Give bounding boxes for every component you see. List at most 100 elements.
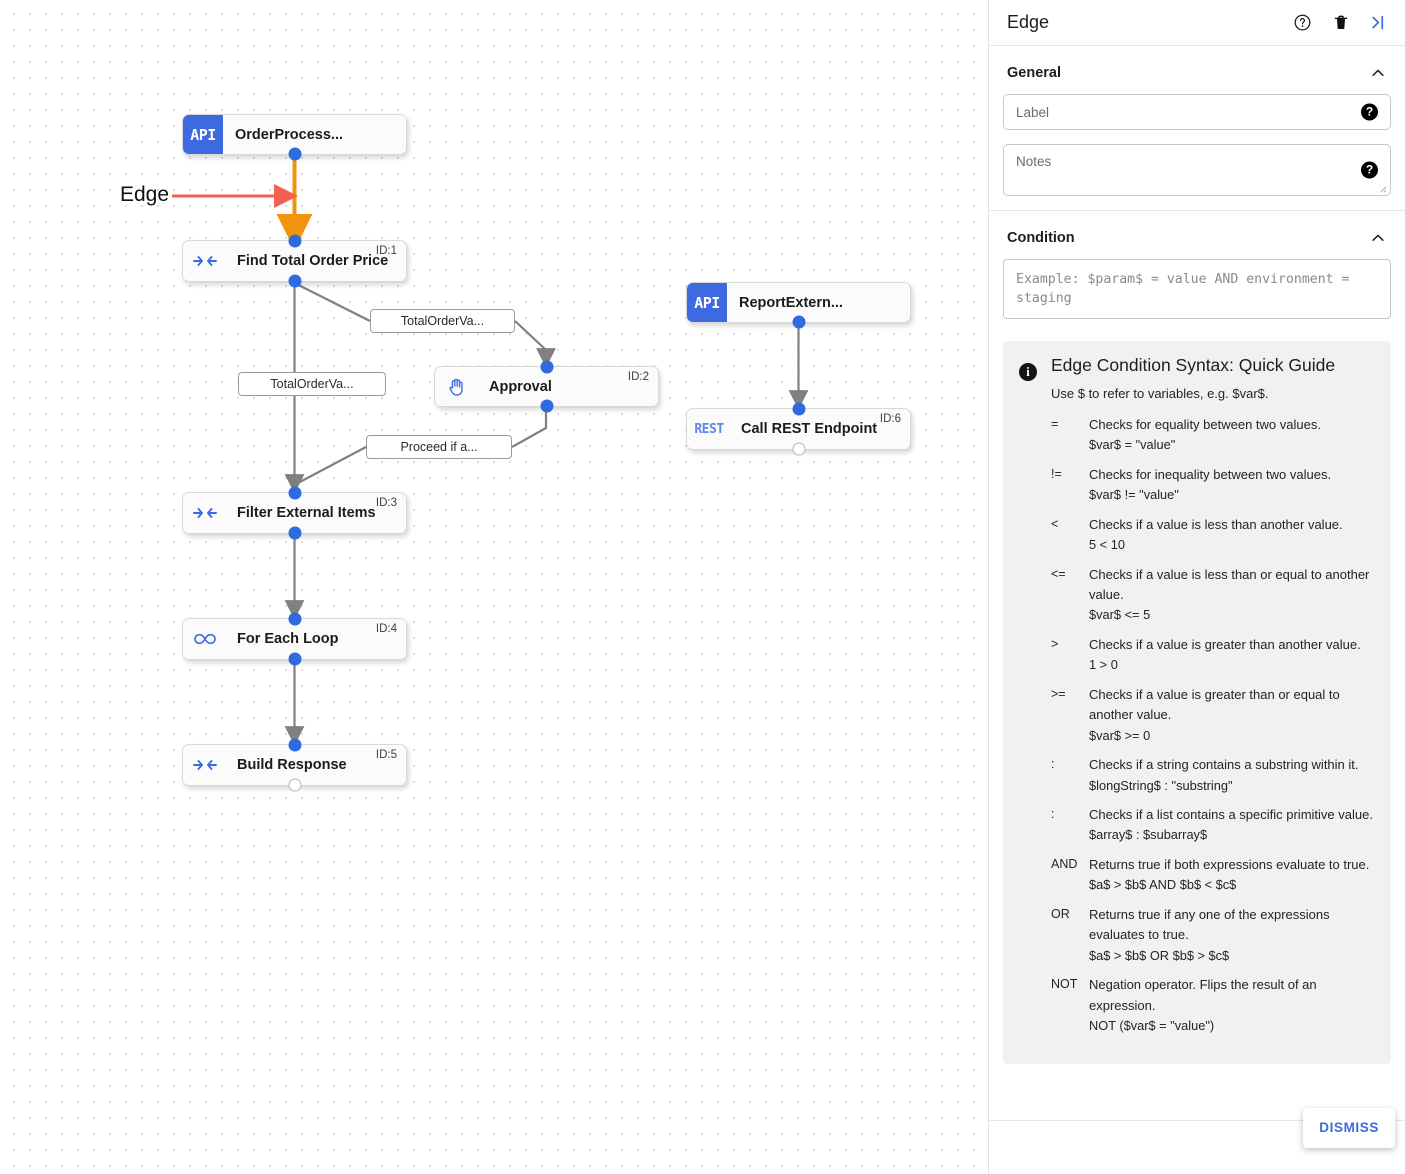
- operator-description-text: Checks if a value is less than another v…: [1089, 517, 1343, 533]
- node-input-port[interactable]: [540, 360, 553, 374]
- operator-row: >=Checks if a value is greater than or e…: [1051, 685, 1375, 745]
- node-output-port[interactable]: [288, 526, 301, 540]
- edge-connections-layer: [172, 156, 809, 746]
- operator-description-text: Returns true if both expressions evaluat…: [1089, 857, 1370, 873]
- node-id-badge: ID:2: [627, 371, 649, 383]
- node-id-badge: ID:3: [375, 497, 397, 509]
- chevron-up-icon[interactable]: [1369, 64, 1387, 82]
- node-output-port[interactable]: [288, 274, 301, 288]
- operator-symbol: <: [1051, 517, 1059, 532]
- operator-example: $var$ <= 5: [1089, 607, 1151, 623]
- operator-row: =Checks for equality between two values.…: [1051, 415, 1375, 455]
- section-title: Condition: [1007, 230, 1075, 246]
- notes-field-wrapper[interactable]: ?: [1003, 144, 1391, 196]
- node-title: ReportExtern...: [739, 294, 843, 311]
- node-output-port[interactable]: [792, 315, 805, 329]
- edge-label-text: TotalOrderVa...: [400, 314, 485, 328]
- node-output-port[interactable]: [288, 652, 301, 666]
- edge-properties-panel: Edge General: [988, 0, 1405, 1174]
- condition-input[interactable]: Example: $param$ = value AND environment…: [1003, 259, 1391, 320]
- chevron-up-icon[interactable]: [1369, 229, 1387, 247]
- panel-title: Edge: [1007, 12, 1050, 32]
- operator-description-text: Checks if a string contains a substring …: [1089, 757, 1359, 773]
- operator-description-text: Checks for equality between two values.: [1089, 417, 1321, 433]
- node-build-response[interactable]: Build Response ID:5: [182, 738, 407, 792]
- node-output-port[interactable]: [540, 399, 553, 413]
- node-title: Filter External Items: [237, 505, 376, 521]
- operator-description-text: Checks if a list contains a specific pri…: [1089, 807, 1373, 823]
- node-id-badge: ID:5: [375, 749, 397, 761]
- operator-symbol: !=: [1051, 467, 1062, 482]
- section-divider: [989, 210, 1405, 211]
- node-id-badge: ID:1: [375, 245, 397, 257]
- rest-badge-icon: REST: [687, 422, 731, 437]
- operator-description: Checks if a string contains a substring …: [1089, 755, 1375, 795]
- label-field-wrapper[interactable]: ?: [1003, 94, 1391, 130]
- panel-footer: DISMISS: [989, 1108, 1405, 1174]
- operator-row: : Checks if a list contains a specific pr…: [1051, 805, 1375, 845]
- operator-row: != Checks for inequality between two valu…: [1051, 465, 1375, 505]
- edge-annotation-label: Edge: [120, 183, 170, 206]
- node-order-process[interactable]: API OrderProcess...: [182, 114, 407, 161]
- operator-example: $var$ = "value": [1089, 437, 1176, 453]
- operator-symbol: AND: [1051, 857, 1078, 872]
- operator-row: < Checks if a value is less than another …: [1051, 515, 1375, 555]
- operator-example: $a$ > $b$ AND $b$ < $c$: [1089, 877, 1237, 893]
- condition-section-header[interactable]: Condition: [1003, 211, 1391, 259]
- node-input-port[interactable]: [288, 738, 301, 752]
- api-badge-icon: API: [183, 115, 223, 154]
- node-for-each-loop[interactable]: For Each Loop ID:4: [182, 612, 407, 666]
- node-find-total-order-price[interactable]: Find Total Order Price ID:1: [182, 234, 407, 288]
- operator-example: $longString$ : "substring": [1089, 777, 1233, 793]
- help-circle-icon[interactable]: [1293, 13, 1312, 32]
- operator-symbol: :: [1051, 807, 1055, 822]
- node-input-port[interactable]: [288, 612, 301, 626]
- operator-row: <=Checks if a value is less than or equa…: [1051, 565, 1375, 625]
- node-report-external[interactable]: API ReportExtern...: [686, 282, 911, 329]
- node-output-port[interactable]: [792, 442, 805, 456]
- edge-n2-to-n3-b: [295, 446, 367, 485]
- operator-example: NOT ($var$ = "value"): [1089, 1017, 1215, 1033]
- arrows-collapse-icon: [183, 505, 227, 521]
- operator-example: 1 > 0: [1089, 657, 1118, 673]
- arrows-collapse-icon: [183, 757, 227, 773]
- general-section-header[interactable]: General: [1003, 46, 1391, 94]
- operator-description: Checks if a value is less than or equal …: [1089, 565, 1375, 625]
- node-id-badge: ID:6: [879, 413, 901, 425]
- label-input[interactable]: [1004, 95, 1390, 129]
- dismiss-button[interactable]: DISMISS: [1303, 1108, 1395, 1148]
- node-input-port[interactable]: [288, 486, 301, 500]
- node-title: Build Response: [237, 757, 347, 773]
- edge-label[interactable]: Proceed if a...: [366, 435, 512, 459]
- panel-body: General ? ? Cond: [989, 46, 1405, 1120]
- operator-description-text: Returns true if any one of the expressio…: [1089, 907, 1330, 943]
- operator-description: Checks for inequality between two values…: [1089, 465, 1375, 505]
- node-filter-external-items[interactable]: Filter External Items ID:3: [182, 486, 407, 540]
- general-section: General ? ?: [989, 46, 1405, 196]
- node-approval[interactable]: Approval ID:2: [434, 360, 659, 413]
- api-badge-icon: API: [687, 283, 727, 322]
- node-input-port[interactable]: [792, 402, 805, 416]
- edge-n1-to-n2-b: [514, 320, 556, 368]
- trash-icon[interactable]: [1332, 13, 1350, 32]
- node-output-port[interactable]: [288, 147, 301, 161]
- edge-n1-to-n2: [294, 282, 371, 322]
- notes-help-icon[interactable]: ?: [1361, 161, 1378, 179]
- label-help-icon[interactable]: ?: [1361, 103, 1378, 121]
- workflow-canvas[interactable]: Edge API OrderProcess... Find Total Orde…: [0, 0, 988, 1174]
- node-output-port[interactable]: [288, 778, 301, 792]
- operator-description: Negation operator. Flips the result of a…: [1089, 975, 1375, 1035]
- collapse-panel-icon[interactable]: [1370, 13, 1389, 32]
- node-input-port[interactable]: [288, 234, 301, 248]
- dismiss-button-label: DISMISS: [1319, 1120, 1379, 1135]
- guide-title: Edge Condition Syntax: Quick Guide: [1051, 355, 1336, 376]
- edge-label[interactable]: TotalOrderVa...: [370, 309, 515, 333]
- edge-label[interactable]: TotalOrderVa...: [238, 372, 386, 396]
- node-call-rest-endpoint[interactable]: REST Call REST Endpoint ID:6: [686, 402, 911, 456]
- operator-example: 5 < 10: [1089, 537, 1125, 553]
- notes-input[interactable]: [1004, 145, 1390, 187]
- infinity-icon: [183, 632, 227, 646]
- operator-description: Checks if a list contains a specific pri…: [1089, 805, 1375, 845]
- operator-example: $var$ != "value": [1089, 487, 1179, 503]
